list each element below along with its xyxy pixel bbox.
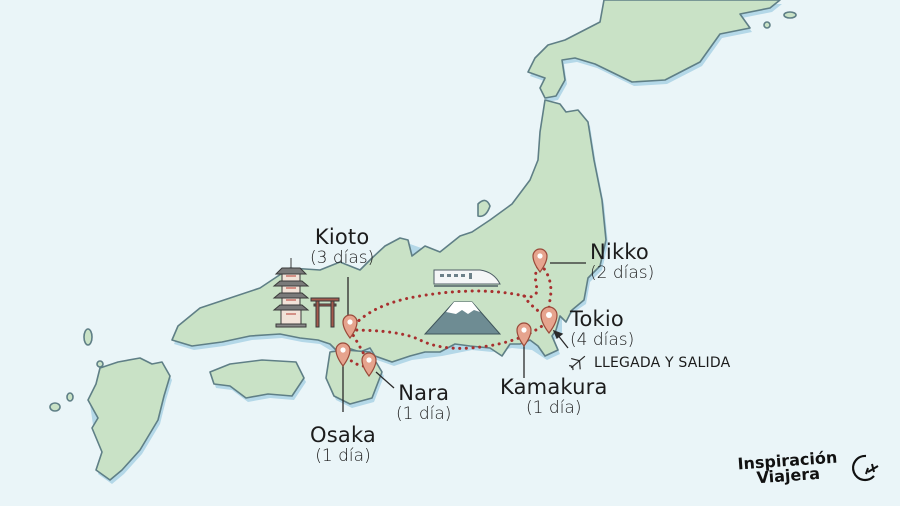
city-duration: (1 día) (526, 398, 582, 419)
destination-kamakura: Kamakura (1 día) (500, 375, 608, 419)
pagoda-icon (272, 258, 310, 328)
plane-orbit-logo-icon (851, 454, 879, 481)
pin-kioto-icon (342, 314, 358, 340)
kyushu (87, 357, 171, 481)
hokkaido (527, 0, 781, 99)
city-name: Kioto (314, 225, 370, 249)
pin-osaka-icon (335, 342, 351, 368)
city-name: Osaka (310, 423, 376, 447)
torii-gate-icon (310, 297, 340, 328)
pin-tokio-icon (540, 306, 558, 334)
leader-lines (342, 262, 586, 412)
city-name: Nara (398, 381, 450, 405)
pin-nara-icon (361, 352, 377, 378)
city-name: Tokio (570, 307, 624, 331)
shinkansen-train-icon (433, 269, 501, 287)
arrow-icon (552, 329, 569, 349)
destination-osaka: Osaka (1 día) (310, 423, 376, 467)
sado-island (477, 199, 491, 218)
city-name: Nikko (590, 240, 649, 264)
mount-fuji-icon (423, 301, 502, 335)
destination-nara: Nara (1 día) (396, 381, 452, 425)
airplane-icon (569, 355, 586, 371)
city-name: Kamakura (500, 375, 608, 399)
city-duration: (3 días) (310, 248, 375, 269)
city-duration: (4 días) (570, 330, 635, 351)
city-duration: (1 día) (396, 404, 452, 425)
honshu (171, 99, 607, 363)
city-duration: (1 día) (315, 446, 371, 467)
tokio-arrival-departure-note: LLEGADA Y SALIDA (594, 355, 731, 371)
location-pins (335, 248, 558, 378)
destination-kioto: Kioto (3 días) (310, 225, 375, 269)
pin-nikko-icon (532, 248, 548, 274)
pin-kamakura-icon (516, 322, 532, 348)
shikoku (209, 359, 305, 399)
destination-nikko: Nikko (2 días) (590, 240, 655, 284)
destination-tokio: Tokio (4 días) (570, 307, 635, 351)
city-duration: (2 días) (590, 263, 655, 284)
